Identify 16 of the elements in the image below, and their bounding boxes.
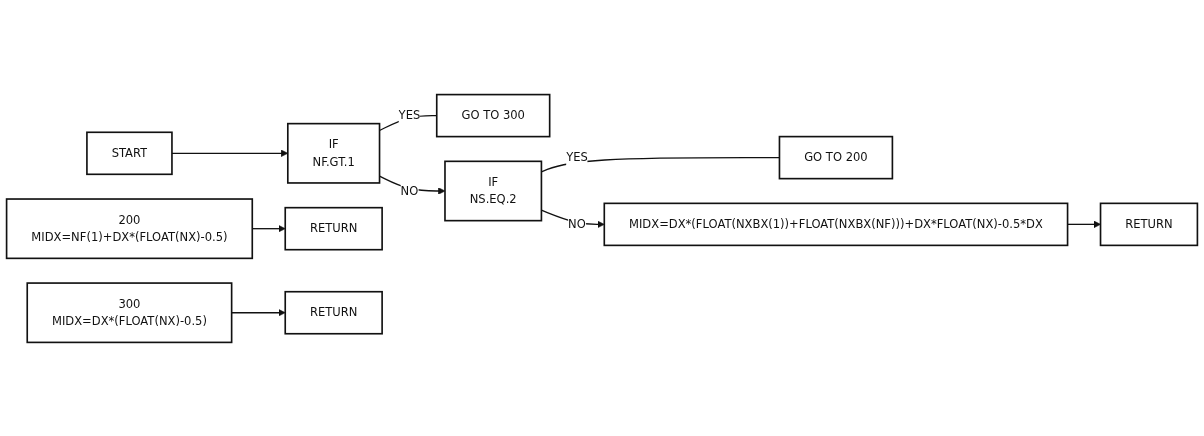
edge-label: NO [568, 216, 586, 231]
node-box: RETURN [1099, 202, 1199, 246]
node-box: RETURN [284, 206, 383, 251]
arrow [231, 308, 286, 316]
edge-label: YES [566, 150, 588, 164]
node-box: IF NF.GT.1 [287, 122, 381, 184]
node-box: RETURN [284, 290, 383, 335]
node-box: 200 MIDX=NF(1)+DX*(FLOAT(NX)-0.5) [5, 197, 254, 259]
node-box: GO TO 300 [435, 93, 551, 137]
edge-label: NO [400, 183, 419, 197]
node-box: MIDX=DX*(FLOAT(NXBX(1))+FLOAT(NXBX(NF)))+DX*FLOAT(NX)-0.5*DX [603, 202, 1069, 246]
node-box: IF NS.EQ.2 [444, 160, 543, 221]
node-box: START [86, 130, 173, 175]
edge-label: YES [398, 108, 421, 122]
node-box: GO TO 200 [778, 135, 894, 179]
node-box: 300 MIDX=DX*(FLOAT(NX)-0.5) [26, 281, 233, 343]
